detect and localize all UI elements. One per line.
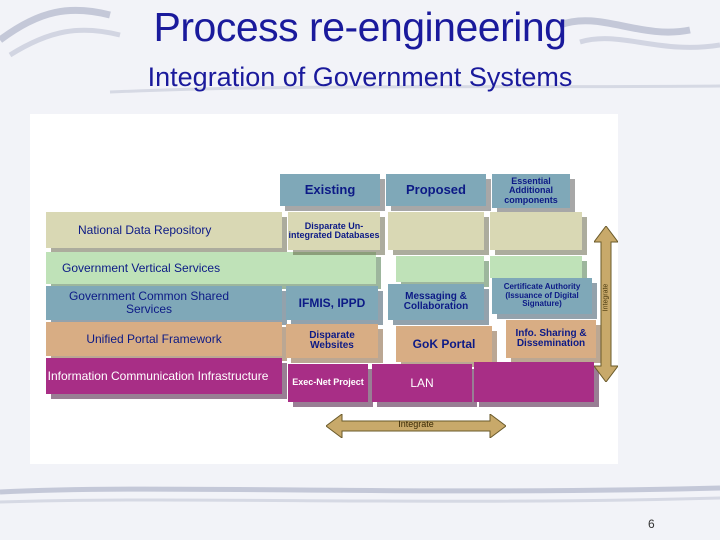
cell-exec-net-project: Exec-Net Project [288, 364, 368, 402]
cell-disparate-websites: Disparate Websites [286, 324, 378, 358]
cell-info-sharing: Info. Sharing & Dissemination [506, 320, 596, 358]
vertical-arrow-label: Integrate [603, 284, 610, 312]
cell-proposed-data-blank [388, 212, 484, 250]
decorative-swoosh-bottom [0, 478, 720, 528]
header-proposed: Proposed [386, 174, 486, 206]
cell-essential-data-blank [490, 212, 582, 250]
cell-lan: LAN [372, 364, 472, 402]
cell-disparate-databases: Disparate Un-integrated Databases [288, 212, 380, 250]
header-existing: Existing [280, 174, 380, 206]
row-national-data-repository: National Data Repository [46, 212, 282, 248]
slide-title: Process re-engineering [0, 4, 720, 51]
cell-essential-vertical-blank [490, 256, 582, 278]
header-essential: Essential Additional components [492, 174, 570, 208]
cell-ifmis-ippd: IFMIS, IPPD [286, 286, 378, 320]
diagram-panel: Existing Proposed Essential Additional c… [30, 114, 618, 464]
cell-essential-infra-blank [474, 362, 594, 402]
slide-subtitle: Integration of Government Systems [0, 62, 720, 93]
page-number: 6 [648, 517, 655, 531]
row-information-communication-infrastructure: Information Communication Infrastructure [46, 358, 282, 394]
cell-proposed-vertical-blank [396, 256, 484, 282]
cell-certificate-authority: Certificate Authority (Issuance of Digit… [492, 278, 592, 314]
cell-gok-portal: GoK Portal [396, 326, 492, 362]
cell-messaging-collaboration: Messaging & Collaboration [388, 284, 484, 320]
row-government-vertical-services: Government Vertical Services [46, 252, 376, 284]
row-unified-portal-framework: Unified Portal Framework [46, 322, 282, 356]
row-government-common-shared-services: Government Common Shared Services [46, 286, 282, 320]
horizontal-arrow-label: Integrate [376, 419, 456, 429]
